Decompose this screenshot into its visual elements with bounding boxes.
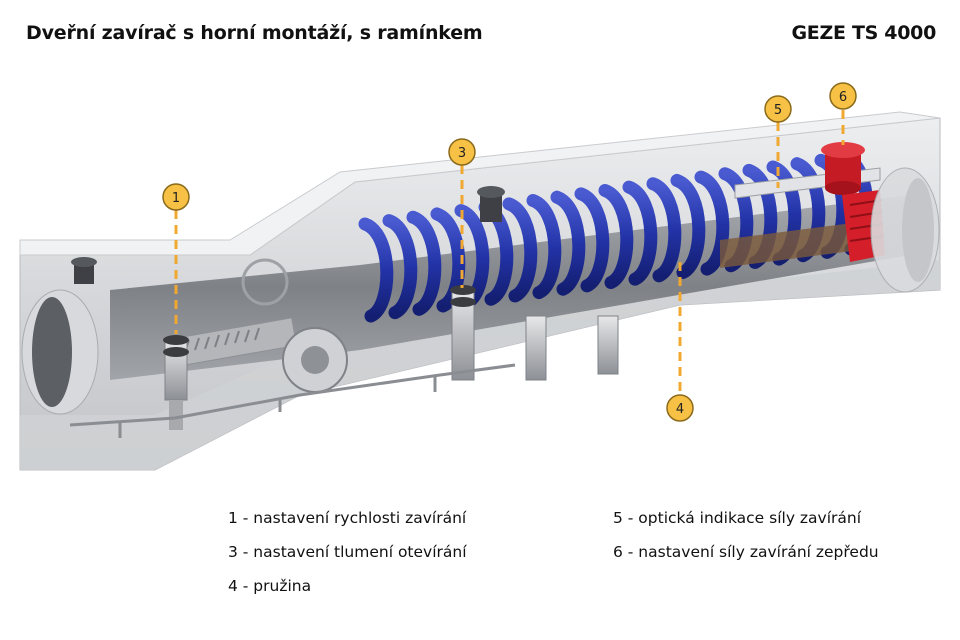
legend-item-1: 1 - nastavení rychlosti zavírání: [228, 509, 467, 527]
spring-coil: [406, 210, 442, 316]
damping-valve: [450, 285, 476, 381]
left-end-cap: [21, 289, 99, 415]
callout-4-number: 4: [676, 402, 684, 417]
spring-coil: [382, 214, 418, 320]
spring-coil: [598, 184, 634, 289]
valve-posts: [71, 186, 619, 430]
right-end-cap: [870, 167, 940, 293]
valve-bore-2: [597, 315, 619, 375]
callout-3-number: 3: [458, 146, 466, 161]
legend-item-3: 3 - nastavení tlumení otevírání: [228, 543, 467, 561]
callouts: 1 3 4 5 6: [162, 82, 857, 422]
callout-3: 3: [448, 138, 476, 288]
product-name: GEZE TS 4000: [791, 22, 937, 44]
legend-item-5: 5 - optická indikace síly zavírání: [613, 509, 862, 527]
speed-valve: [163, 335, 189, 430]
spring-coil: [358, 217, 394, 323]
page-title: Dveřní zavírač s horní montáží, s ramínk…: [26, 22, 483, 44]
callout-6-number: 6: [839, 90, 847, 105]
legend-right: 5 - optická indikace síly zavírání 6 - n…: [613, 509, 879, 577]
callout-4: 4: [666, 262, 694, 422]
spring-coil: [694, 170, 730, 276]
spring-coil: [670, 173, 706, 279]
spring-coil: [646, 177, 682, 283]
piston-rod: [720, 222, 860, 268]
spring-coil: [430, 207, 466, 313]
callout-6: 6: [829, 82, 857, 145]
spring-coil: [526, 194, 562, 300]
callout-5-number: 5: [774, 103, 782, 118]
valve-bore-1: [525, 315, 547, 381]
legend-item-4: 4 - pružina: [228, 577, 312, 595]
rack-and-pinion: [172, 258, 348, 393]
callout-5: 5: [764, 95, 792, 188]
callout-1: 1: [162, 183, 190, 334]
plug-left: [71, 257, 97, 284]
callout-1-number: 1: [172, 191, 180, 206]
spring-coil: [622, 180, 658, 286]
plug-middle: [477, 186, 505, 222]
oil-channels: [69, 363, 516, 438]
spring-coil: [574, 187, 610, 293]
spring-coil: [502, 197, 538, 303]
legend-left: 1 - nastavení rychlosti zavírání 3 - nas…: [228, 509, 467, 611]
legend-item-6: 6 - nastavení síly zavírání zepředu: [613, 543, 879, 561]
spring-coil: [550, 190, 586, 296]
